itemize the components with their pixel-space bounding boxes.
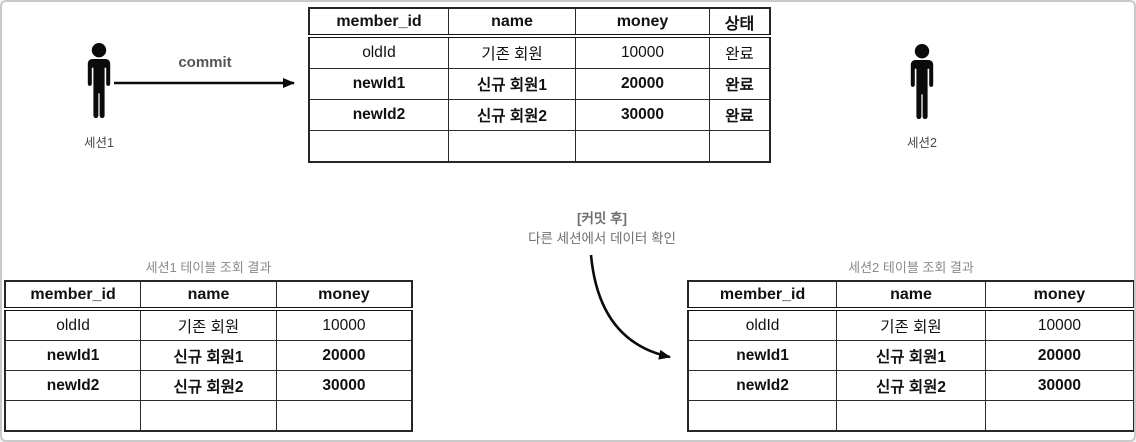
table-cell: newId1: [687, 340, 838, 371]
after-commit-arrow: [589, 254, 671, 360]
table-cell: [709, 130, 771, 163]
table-cell: 신규 회원1: [836, 340, 986, 371]
table-row: [4, 400, 413, 432]
column-header: member_id: [687, 280, 838, 311]
table-cell: 완료: [709, 68, 771, 100]
table-cell: [687, 400, 838, 432]
column-header: 상태: [709, 7, 771, 38]
table-cell: [984, 400, 1134, 432]
column-header: name: [448, 7, 576, 38]
table-cell: newId1: [4, 340, 142, 371]
annotation-line2: 다른 세션에서 데이터 확인: [528, 230, 676, 246]
table-cell: oldId: [687, 308, 838, 341]
commit-arrow-label: commit: [178, 54, 232, 71]
column-header: money: [984, 280, 1134, 311]
table-cell: [575, 130, 710, 163]
session1-label: 세션1: [84, 136, 114, 150]
table-cell: newId2: [4, 370, 142, 401]
person-icon: [87, 43, 111, 119]
table-cell: 20000: [275, 340, 413, 371]
session1-result-title: 세션1 테이블 조회 결과: [145, 260, 272, 275]
table-cell: 20000: [575, 68, 710, 100]
table-cell: 신규 회원2: [448, 99, 576, 131]
table-cell: 10000: [984, 308, 1134, 341]
table-cell: newId2: [687, 370, 838, 401]
table-cell: 완료: [709, 35, 771, 69]
column-header: money: [275, 280, 413, 311]
table-cell: 신규 회원2: [836, 370, 986, 401]
table-cell: oldId: [308, 35, 449, 69]
column-header: name: [140, 280, 277, 311]
table-cell: [836, 400, 986, 432]
column-header: name: [836, 280, 986, 311]
table-row: [687, 400, 1134, 432]
table-cell: 신규 회원2: [140, 370, 277, 401]
table-cell: [308, 130, 449, 163]
person-icon: [910, 44, 934, 120]
table-cell: 20000: [984, 340, 1134, 371]
table-cell: 10000: [575, 35, 710, 69]
table-cell: 기존 회원: [836, 308, 986, 341]
table-cell: 신규 회원1: [140, 340, 277, 371]
column-header: member_id: [4, 280, 142, 311]
column-header: member_id: [308, 7, 449, 38]
table-cell: 30000: [275, 370, 413, 401]
table-cell: oldId: [4, 308, 142, 341]
table-cell: [275, 400, 413, 432]
table-cell: 30000: [984, 370, 1134, 401]
table-cell: newId1: [308, 68, 449, 100]
table-row: [308, 130, 771, 163]
table-cell: [448, 130, 576, 163]
table-cell: [4, 400, 142, 432]
table-cell: 기존 회원: [140, 308, 277, 341]
table-cell: 30000: [575, 99, 710, 131]
table-cell: [140, 400, 277, 432]
session2-result-title: 세션2 테이블 조회 결과: [848, 260, 974, 275]
table-cell: 완료: [709, 99, 771, 131]
column-header: money: [575, 7, 710, 38]
table-cell: 10000: [275, 308, 413, 341]
after-commit-annotation: [커밋 후] 다른 세션에서 데이터 확인: [452, 209, 752, 248]
table-cell: 신규 회원1: [448, 68, 576, 100]
annotation-line1: [커밋 후]: [576, 211, 627, 226]
table-cell: 기존 회원: [448, 35, 576, 69]
session2-label: 세션2: [907, 136, 937, 150]
table-cell: newId2: [308, 99, 449, 131]
